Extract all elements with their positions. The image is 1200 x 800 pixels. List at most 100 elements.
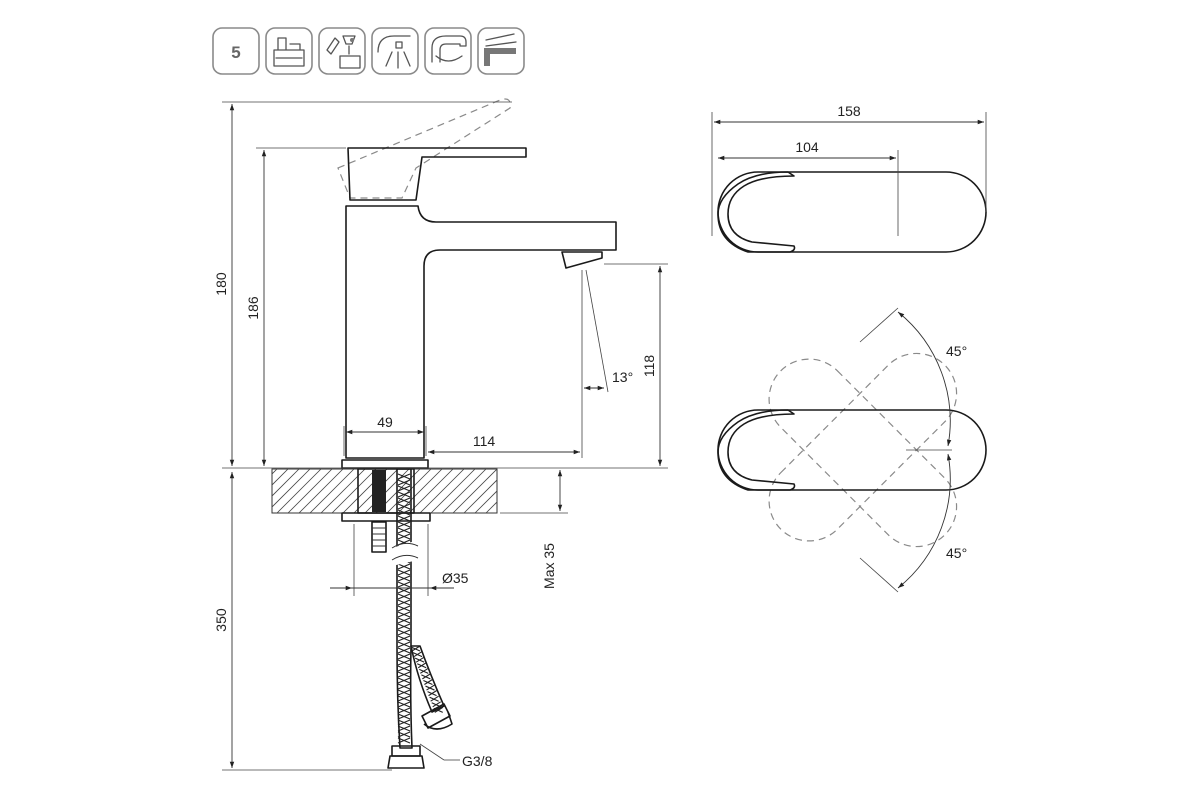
hose-braid-mark [397,713,411,720]
hose-braid-mark [397,647,411,654]
hose-braid-mark [397,521,411,528]
dim-hose-length: 350 [213,608,229,632]
dim-top-lever-length: 104 [795,139,819,155]
hose-nut-bottom [387,745,425,769]
lever-swing-left [768,352,958,542]
worktop-hatch-line [463,479,497,513]
worktop-hatch-line [272,469,300,497]
lever-swing-right [768,358,958,548]
worktop-hatch-line [496,512,497,513]
guarantee-years-label: 5 [231,43,240,62]
worktop-hatch-line [530,469,574,513]
hose-braid-mark [397,623,411,630]
worktop-hatch-line [272,469,289,486]
hose-braid-mark [397,587,411,594]
hose-braid-mark [397,635,411,642]
hose-braid-mark [423,679,433,685]
worktop-hatch-line [441,469,487,513]
hose-braid-mark [397,641,411,648]
lever [347,147,527,201]
dim-spout-height: 118 [641,355,657,378]
hose-braid-mark [397,737,411,744]
hose-braid-mark [397,593,411,600]
worktop-hatch-line [541,469,585,513]
hose-braid-mark [397,695,411,702]
feature-badges: 5 [212,27,525,75]
swing-arc-upper [897,311,952,447]
flow-aerator-icon [371,27,419,75]
threaded-stud [371,521,387,553]
worktop-hatch-line [211,469,255,513]
dim-swing-angle-lower: 45° [946,545,967,561]
hose-braid-mark [397,689,411,696]
installation-kit-icon [318,27,366,75]
fixing-nut [341,512,431,522]
hose-braid-mark [397,671,411,678]
hose-braid-mark [397,701,411,708]
swing-view: 45° 45° [717,307,987,593]
hose-braid-mark [397,659,411,666]
worktop-hatch-line [552,469,596,513]
hose-nut-right [421,703,453,730]
worktop-hatch-line [309,469,355,513]
worktop-hatch-line [474,490,497,513]
faucet-body [345,205,617,459]
base-ring [341,459,429,469]
worktop-hatch-line [508,469,552,513]
hose-braid-mark [397,575,411,582]
hose-braid-mark [425,684,435,691]
worktop-hatch-line [298,469,344,513]
aerator [561,251,603,269]
hose-braid-mark [412,651,423,658]
dim-max-thickness: Max 35 [541,543,557,589]
dim-spout-angle: 13° [612,369,633,385]
hose-braid-mark [397,599,411,606]
hose-braid-mark [397,683,411,690]
hose-braid-mark [414,656,425,663]
guarantee-badge: 5 [212,27,260,75]
hose-braid-mark [397,569,411,576]
worktop-hatch-line [272,469,311,508]
hose-braid-mark [397,611,411,618]
hose-braid-mark [397,515,411,522]
hose-braid-mark [397,707,411,714]
worktop-hatch-line [331,469,377,513]
hose-braid-mark [397,719,411,726]
bath-ceramic-icon [265,27,313,75]
dim-base-width: 49 [377,414,393,430]
hose-braid-mark [397,479,411,486]
worktop-hatch-line [430,469,476,513]
hose-braid-mark [421,673,431,680]
spout-reach-icon [477,27,525,75]
hose-braid-mark [397,629,411,636]
top-view: 158 104 [711,103,987,253]
hose-braid-mark [397,665,411,672]
worktop-hatch-line [276,469,322,513]
worktop-hatch-line [419,469,465,513]
hose-braid-mark [397,503,411,510]
hose-braid-mark [397,605,411,612]
worktop-hatch-line [287,469,333,513]
worktop-hatch-line [272,469,278,475]
worktop-hatch-line [200,469,244,513]
dim-top-length: 158 [837,103,861,119]
worktop-hatch-line [452,469,497,513]
hose-braid-mark [397,473,411,480]
hose-braid-mark [397,617,411,624]
swing-lever-outline [717,409,796,491]
dim-swing-angle-upper: 45° [946,343,967,359]
hose-braid-mark [427,690,437,697]
hose-braid-mark [397,563,411,570]
top-lever-outline [717,171,796,253]
swivel-spout-icon [424,27,472,75]
hose-braid-mark [410,645,421,652]
braided-hose-right [410,645,445,713]
braided-hose-left [396,468,413,749]
dim-lever-height: 186 [245,296,261,320]
worktop-hatch-line [222,469,266,513]
dim-hose-thread: G3/8 [462,753,493,769]
hose-braid-mark [397,509,411,516]
hose-braid-mark [397,725,411,732]
hose-braid-mark [397,497,411,504]
